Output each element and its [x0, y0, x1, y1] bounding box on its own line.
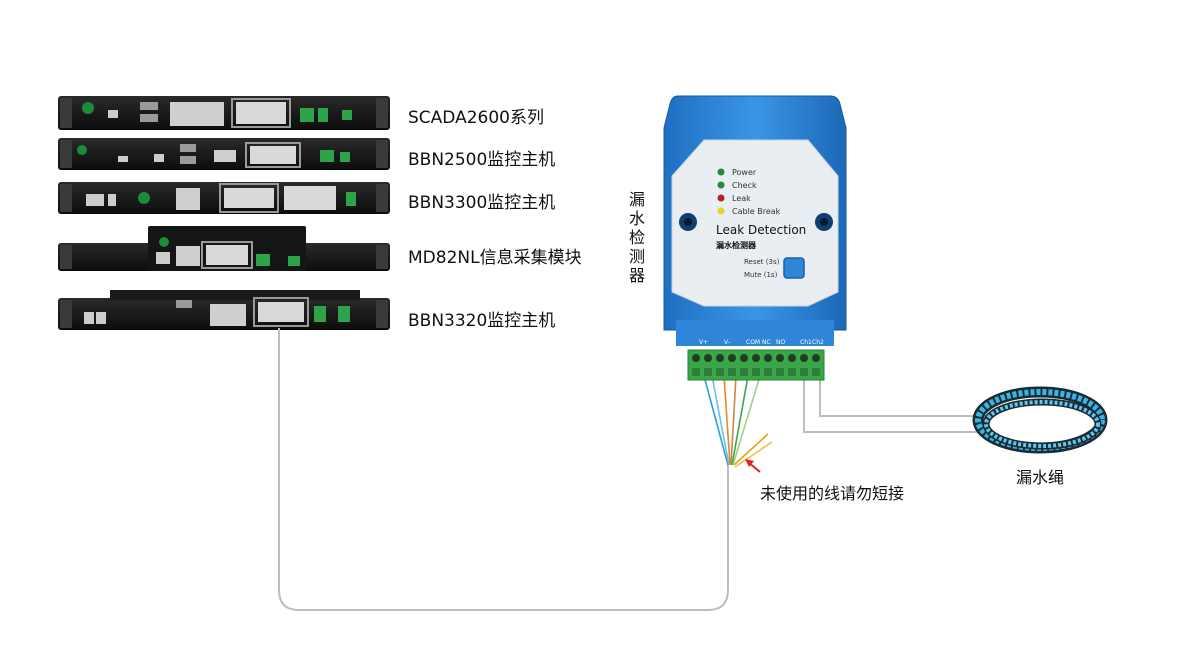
cable-break-led-icon — [717, 207, 725, 215]
terminal-label-ch2: Ch2 — [812, 339, 824, 346]
rope-label: 漏水绳 — [1016, 468, 1065, 487]
terminal-slot — [776, 368, 784, 376]
wire-fan — [703, 375, 773, 468]
terminal-slot — [812, 368, 820, 376]
terminal-slot — [704, 368, 712, 376]
terminal-screw — [788, 354, 796, 362]
host-label-scada2600: SCADA2600系列 — [408, 108, 544, 128]
arrow-indicator — [745, 459, 761, 473]
leak-detector-device — [663, 95, 847, 346]
mute-label: Mute (1s) — [744, 271, 778, 279]
host-bbn3300 — [58, 182, 390, 214]
host-bbn3320 — [58, 290, 390, 330]
host-label-bbn3300: BBN3300监控主机 — [408, 193, 556, 213]
led-label-check: Check — [732, 181, 757, 190]
unused-wire-note: 未使用的线请勿短接 — [760, 484, 905, 503]
terminal-label-vminus: V- — [724, 339, 730, 346]
terminal-screw — [812, 354, 820, 362]
host-bbn2500 — [58, 138, 390, 170]
leak-rope-coil — [972, 386, 1108, 454]
rope-wire-ch1 — [803, 378, 982, 433]
terminal-screw — [716, 354, 724, 362]
terminal-screw — [800, 354, 808, 362]
host-label-bbn3320: BBN3320监控主机 — [408, 311, 556, 331]
terminal-slot — [740, 368, 748, 376]
terminal-slot — [788, 368, 796, 376]
terminal-label-ch1: Ch1 — [800, 339, 812, 346]
terminal-label-com: COM — [746, 339, 760, 346]
terminal-screw — [776, 354, 784, 362]
terminal-block — [687, 349, 825, 381]
terminal-slot — [692, 368, 700, 376]
terminal-label-nc: NC — [762, 339, 771, 346]
power-led-icon — [717, 168, 725, 176]
terminal-slot — [764, 368, 772, 376]
signal-cable — [278, 328, 729, 611]
host-md82nl — [58, 226, 390, 271]
terminal-screw — [752, 354, 760, 362]
terminal-screw — [764, 354, 772, 362]
terminal-slot — [800, 368, 808, 376]
led-label-leak: Leak — [732, 194, 751, 203]
terminal-screw — [728, 354, 736, 362]
terminal-label-vplus: V+ — [699, 339, 708, 346]
device-subtitle: 漏水检测器 — [716, 240, 757, 250]
leak-led-icon — [717, 194, 725, 202]
terminal-slot — [728, 368, 736, 376]
terminal-screw — [692, 354, 700, 362]
reset-mute-button[interactable] — [783, 257, 805, 279]
device-title: Leak Detection — [716, 223, 806, 237]
terminal-label-no: NO — [776, 339, 785, 346]
led-label-power: Power — [732, 168, 757, 177]
led-label-cable-break: Cable Break — [732, 207, 781, 216]
terminal-slot — [716, 368, 724, 376]
reset-label: Reset (3s) — [744, 258, 780, 266]
terminal-screw — [740, 354, 748, 362]
check-led-icon — [717, 181, 725, 189]
host-label-md82nl: MD82NL信息采集模块 — [408, 248, 582, 268]
terminal-slot — [752, 368, 760, 376]
host-scada2600 — [58, 96, 390, 130]
terminal-screw — [704, 354, 712, 362]
host-label-bbn2500: BBN2500监控主机 — [408, 150, 556, 170]
detector-side-label: 漏水检测器 — [628, 190, 645, 285]
rope-wire-ch2 — [819, 378, 990, 417]
